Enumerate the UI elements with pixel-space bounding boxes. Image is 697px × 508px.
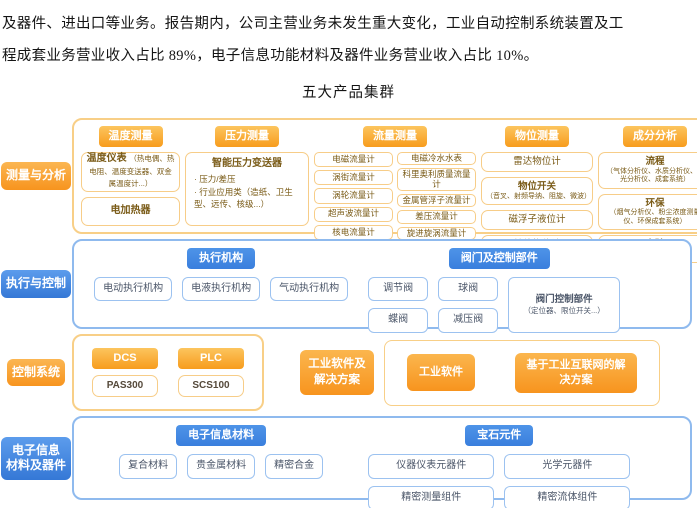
temperature-instruments-item: 温度仪表 （热电偶、热电阻、温度变送器、双金属温度计...） <box>81 151 180 192</box>
flow-item: 核电流量计 <box>314 224 393 240</box>
ball-valve-item: 球阀 <box>438 276 499 302</box>
flow-column: 流量测量 电磁流量计 涡街流量计 涡轮流量计 超声波流量计 核电流量计 电磁冷水… <box>314 126 476 240</box>
analysis-process-item: 流程 （气体分析仪、水质分析仪、激光分析仪、成套系统） <box>598 151 697 189</box>
row-control: 控制系统 DCS PAS300 PLC SCS100 工业软件及解决方案 工业软… <box>0 334 692 412</box>
actuator-group: 执行机构 电动执行机构 电液执行机构 气动执行机构 <box>84 248 358 320</box>
material-group: 电子信息材料 复合材料 贵金属材料 精密合金 <box>84 425 358 491</box>
flow-item: 电磁冷水水表 <box>397 151 476 166</box>
plc-header: PLC <box>178 348 244 369</box>
valve-control-parts-item: 阀门控制部件 （定位器、限位开关...） <box>508 276 621 333</box>
optical-components-item: 光学元器件 <box>504 454 631 479</box>
actuator-header: 执行机构 <box>187 248 256 269</box>
paragraph-line-1: 及器件、进出口等业务。报告期内，公司主营业务未发生重大变化，工业自动控制系统装置… <box>2 16 624 32</box>
dcs-column: DCS PAS300 <box>92 348 158 398</box>
row-label-materials: 电子信息 材料及器件 <box>0 436 71 480</box>
valve-control-parts-note: （定位器、限位开关...） <box>523 306 605 316</box>
flow-header: 流量测量 <box>363 126 427 147</box>
magnetic-float-item: 磁浮子液位计 <box>481 209 593 230</box>
row-materials: 电子信息 材料及器件 电子信息材料 复合材料 贵金属材料 精密合金 宝石元件 仪… <box>0 416 692 508</box>
valve-header: 阀门及控制部件 <box>448 248 550 269</box>
iiot-solutions-item: 基于工业互联网的解决方案 <box>515 352 637 393</box>
level-column: 物位测量 雷达物位计 物位开关 （音叉、射频导纳、阻旋、微波） 磁浮子液位计 其… <box>481 126 593 255</box>
row-label-actuation: 执行与控制 <box>0 270 71 298</box>
flow-item: 涡街流量计 <box>314 170 393 186</box>
report-paragraph: 及器件、进出口等业务。报告期内，公司主营业务未发生重大变化，工业自动控制系统装置… <box>0 0 697 72</box>
plc-column: PLC SCS100 <box>178 348 244 398</box>
level-switch-note: （音叉、射频导纳、阻旋、微波） <box>486 192 591 200</box>
gem-header: 宝石元件 <box>465 425 534 447</box>
dcs-plc-box: DCS PAS300 PLC SCS100 <box>72 334 264 412</box>
row-actuation: 执行与控制 执行机构 电动执行机构 电液执行机构 气动执行机构 阀门及控制部件 … <box>0 239 692 333</box>
valve-control-parts-title: 阀门控制部件 <box>535 294 593 306</box>
row-label-control: 控制系统 <box>6 358 65 387</box>
scs100-item: SCS100 <box>178 374 244 398</box>
pressure-header: 压力测量 <box>215 126 279 147</box>
row-label-measurement: 测量与分析 <box>0 162 71 190</box>
electrohydraulic-actuator-item: 电液执行机构 <box>182 276 261 302</box>
flow-subcolumn-1: 电磁流量计 涡街流量计 涡轮流量计 超声波流量计 核电流量计 <box>314 151 393 240</box>
instrument-components-item: 仪器仪表元器件 <box>368 454 495 479</box>
level-switch-item: 物位开关 （音叉、射频导纳、阻旋、微波） <box>481 176 593 205</box>
temperature-instruments-note: （热电偶、热电阻、温度变送器、双金属温度计...） <box>89 154 175 189</box>
level-header: 物位测量 <box>505 126 569 147</box>
measurement-box: 温度测量 温度仪表 （热电偶、热电阻、温度变送器、双金属温度计...） 电加热器… <box>72 118 697 264</box>
dcs-header: DCS <box>92 348 158 369</box>
materials-box: 电子信息材料 复合材料 贵金属材料 精密合金 宝石元件 仪器仪表元器件 光学元器… <box>72 416 692 508</box>
precision-alloy-item: 精密合金 <box>265 454 324 479</box>
pressure-bullet-2: · 行业应用类（造纸、卫生型、远传、核级...） <box>194 186 293 209</box>
pressure-bullet-1: · 压力/差压 <box>194 174 236 185</box>
software-solutions-badge: 工业软件及解决方案 <box>300 350 374 396</box>
flow-item: 超声波流量计 <box>314 206 393 222</box>
gem-group: 宝石元件 仪器仪表元器件 光学元器件 精密测量组件 精密流体组件 <box>368 425 631 508</box>
pressure-column: 压力测量 智能压力变送器 · 压力/差压 · 行业应用类（造纸、卫生型、远传、核… <box>185 126 309 226</box>
precious-metal-item: 贵金属材料 <box>187 454 256 479</box>
flow-item: 电磁流量计 <box>314 151 393 168</box>
analysis-column: 成分分析 流程 （气体分析仪、水质分析仪、激光分析仪、成套系统） 环保 （烟气分… <box>598 126 697 264</box>
flow-item: 涡轮流量计 <box>314 188 393 204</box>
industrial-software-item: 工业软件 <box>407 354 475 392</box>
paragraph-line-2: 程成套业务营业收入占比 89%，电子信息功能材料及器件业务营业收入占比 10%。 <box>2 48 539 64</box>
level-switch-title: 物位开关 <box>517 180 556 192</box>
pas300-item: PAS300 <box>92 374 158 398</box>
temperature-instruments-title: 温度仪表 <box>86 153 127 165</box>
pressure-reducing-valve-item: 减压阀 <box>438 308 499 333</box>
pneumatic-actuator-item: 气动执行机构 <box>270 276 349 302</box>
material-header: 电子信息材料 <box>176 425 267 447</box>
composite-material-item: 复合材料 <box>119 454 178 479</box>
actuation-box: 执行机构 电动执行机构 电液执行机构 气动执行机构 阀门及控制部件 调节阀 球阀… <box>72 239 692 333</box>
flow-subcolumn-2: 电磁冷水水表 科里奥利质量流量计 金属管浮子流量计 差压流量计 旋进旋涡流量计 <box>397 151 476 240</box>
row-measurement: 测量与分析 温度测量 温度仪表 （热电偶、热电阻、温度变送器、双金属温度计...… <box>0 118 697 264</box>
valve-group: 阀门及控制部件 调节阀 球阀 蝶阀 减压阀 阀门控制部件 （定位器、限位开关..… <box>368 248 630 333</box>
diagram-title: 五大产品集群 <box>302 85 395 101</box>
pressure-transmitter-title: 智能压力变送器 <box>212 157 282 169</box>
flow-item: 科里奥利质量流量计 <box>397 168 476 191</box>
software-box: 工业软件 基于工业互联网的解决方案 <box>384 339 660 406</box>
temperature-header: 温度测量 <box>98 126 163 147</box>
flow-item: 金属管浮子流量计 <box>397 193 476 208</box>
analysis-header: 成分分析 <box>623 126 687 147</box>
product-cluster-diagram: 测量与分析 温度测量 温度仪表 （热电偶、热电阻、温度变送器、双金属温度计...… <box>0 118 697 508</box>
flow-item: 旋进旋涡流量计 <box>397 226 476 240</box>
precision-measure-assembly-item: 精密测量组件 <box>368 485 495 508</box>
radar-level-item: 雷达物位计 <box>481 151 593 172</box>
electric-heater-item: 电加热器 <box>81 197 180 226</box>
flow-item: 差压流量计 <box>397 210 476 224</box>
control-valve-item: 调节阀 <box>368 276 429 302</box>
precision-fluid-assembly-item: 精密流体组件 <box>504 485 631 508</box>
temperature-column: 温度测量 温度仪表 （热电偶、热电阻、温度变送器、双金属温度计...） 电加热器 <box>81 126 180 226</box>
electric-actuator-item: 电动执行机构 <box>94 276 173 302</box>
analysis-environment-item: 环保 （烟气分析仪、粉尘浓度测量仪、环保成套系统） <box>598 193 697 231</box>
pressure-transmitter-item: 智能压力变送器 · 压力/差压 · 行业应用类（造纸、卫生型、远传、核级...） <box>185 151 309 226</box>
butterfly-valve-item: 蝶阀 <box>368 308 429 333</box>
